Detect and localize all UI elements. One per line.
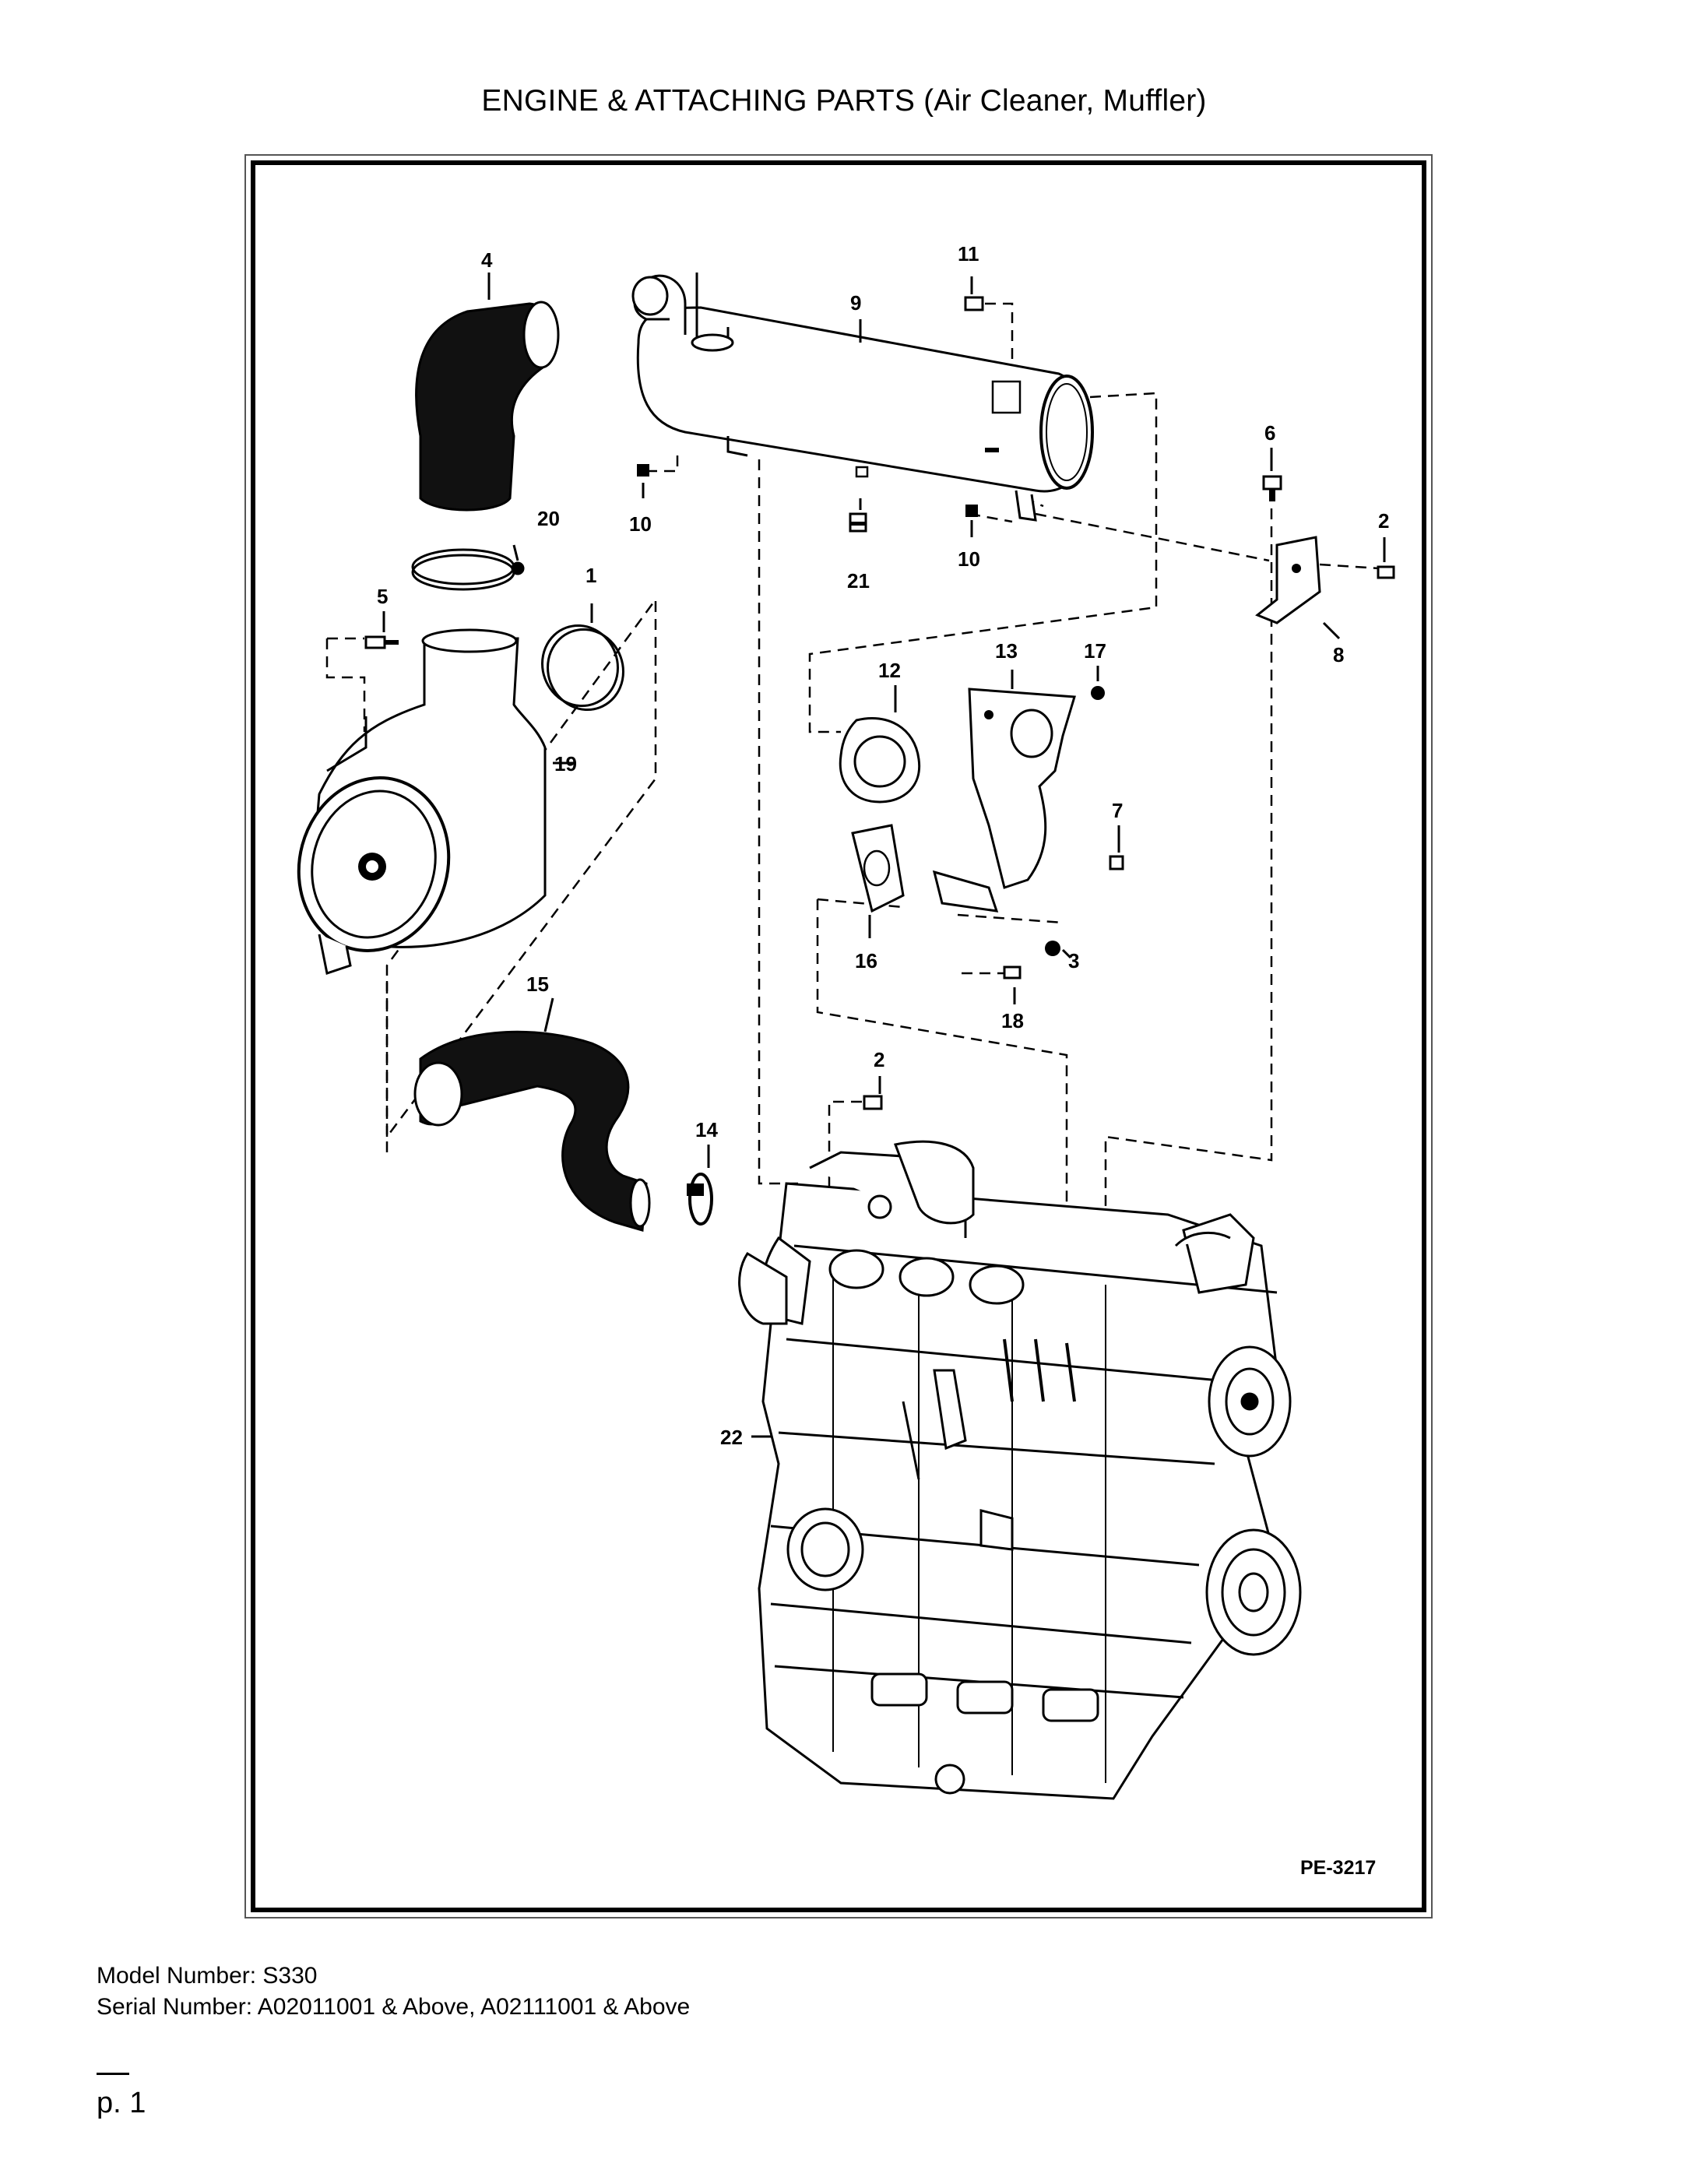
callout-20: 20 (537, 507, 560, 530)
callout-1: 1 (586, 564, 596, 587)
drain-fitting-21 (849, 512, 867, 533)
callout-22: 22 (720, 1426, 743, 1449)
model-info: Model Number: S330 Serial Number: A02011… (97, 1961, 690, 2023)
model-number: Model Number: S330 (97, 1963, 318, 1989)
muffler-bracket (1255, 536, 1321, 624)
callout-12: 12 (878, 659, 901, 682)
callout-6: 6 (1264, 421, 1275, 445)
band-clamp (411, 548, 525, 591)
hose-clamp-14 (687, 1173, 713, 1226)
exhaust-elbow (932, 688, 1076, 913)
callout-15: 15 (526, 972, 549, 996)
gasket-16 (851, 824, 905, 913)
callout-8: 8 (1333, 643, 1344, 666)
bolt-11 (964, 296, 984, 311)
nut-10-left (637, 464, 649, 477)
callout-3: 3 (1068, 949, 1079, 972)
diagram-frame (251, 160, 1426, 1912)
diagram-frame-outer (244, 154, 1433, 1918)
callout-2-lower: 2 (874, 1048, 884, 1071)
page-title: ENGINE & ATTACHING PARTS (Air Cleaner, M… (481, 84, 1207, 118)
callout-18: 18 (1001, 1009, 1024, 1032)
nut-3 (1045, 941, 1060, 956)
nut-17 (1091, 686, 1105, 700)
callout-4: 4 (481, 248, 493, 272)
leader-lines (382, 273, 1386, 1438)
page-number: p. 1 (97, 2087, 146, 2119)
engine (738, 1140, 1302, 1800)
gasket-12 (839, 716, 921, 804)
nut-7 (1109, 855, 1124, 870)
callout-9: 9 (850, 291, 861, 315)
bolt-18 (1003, 965, 1022, 979)
callout-2-upper: 2 (1378, 509, 1389, 533)
callout-10-left: 10 (629, 512, 652, 536)
callout-13: 13 (995, 639, 1018, 663)
callout-19: 19 (554, 752, 577, 775)
bolt-6 (1262, 475, 1282, 501)
muffler (631, 273, 1094, 522)
page-rule (97, 2073, 129, 2075)
intake-hose-engine (413, 1030, 651, 1232)
bolt-2-lower (863, 1095, 883, 1110)
callout-10-right: 10 (958, 547, 980, 571)
callout-7: 7 (1112, 799, 1123, 822)
hose-clamp (541, 624, 624, 712)
callout-16: 16 (855, 949, 877, 972)
callout-5: 5 (377, 585, 388, 608)
intake-hose-elbow (415, 301, 560, 512)
callout-21: 21 (847, 569, 870, 593)
air-cleaner (297, 628, 547, 975)
bolt-5 (364, 635, 399, 649)
callout-14: 14 (695, 1118, 718, 1141)
callouts: 4 9 11 20 1 5 10 21 10 6 2 8 12 13 17 19… (377, 242, 1389, 1449)
callout-17: 17 (1084, 639, 1106, 663)
nut-10-right (965, 505, 978, 517)
bolt-2-upper (1377, 565, 1395, 579)
figure-id: PE-3217 (1300, 1857, 1376, 1879)
serial-number: Serial Number: A02011001 & Above, A02111… (97, 1994, 691, 2020)
callout-11: 11 (958, 242, 979, 266)
